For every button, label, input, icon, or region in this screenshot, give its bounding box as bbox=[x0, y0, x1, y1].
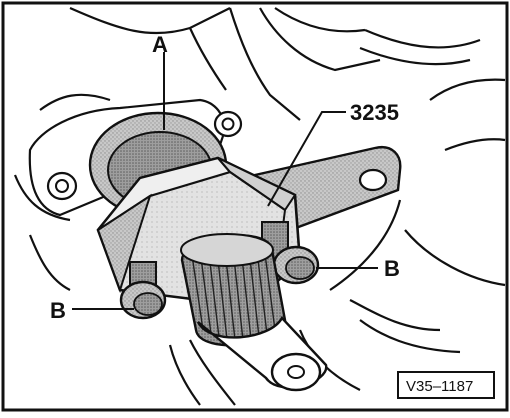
label-b-right: B bbox=[384, 256, 400, 281]
lever-hole bbox=[358, 168, 388, 192]
reference-code: V35–1187 bbox=[406, 378, 473, 395]
leader-3235 bbox=[267, 111, 346, 207]
splined-shaft bbox=[180, 233, 328, 392]
gearbox-housing bbox=[13, 6, 506, 406]
label-b-left: B bbox=[50, 298, 66, 323]
leader-lines bbox=[72, 52, 378, 310]
reference-code-box: V35–1187 bbox=[397, 371, 495, 399]
label-a: A bbox=[152, 32, 168, 57]
label-3235: 3235 bbox=[350, 100, 399, 125]
